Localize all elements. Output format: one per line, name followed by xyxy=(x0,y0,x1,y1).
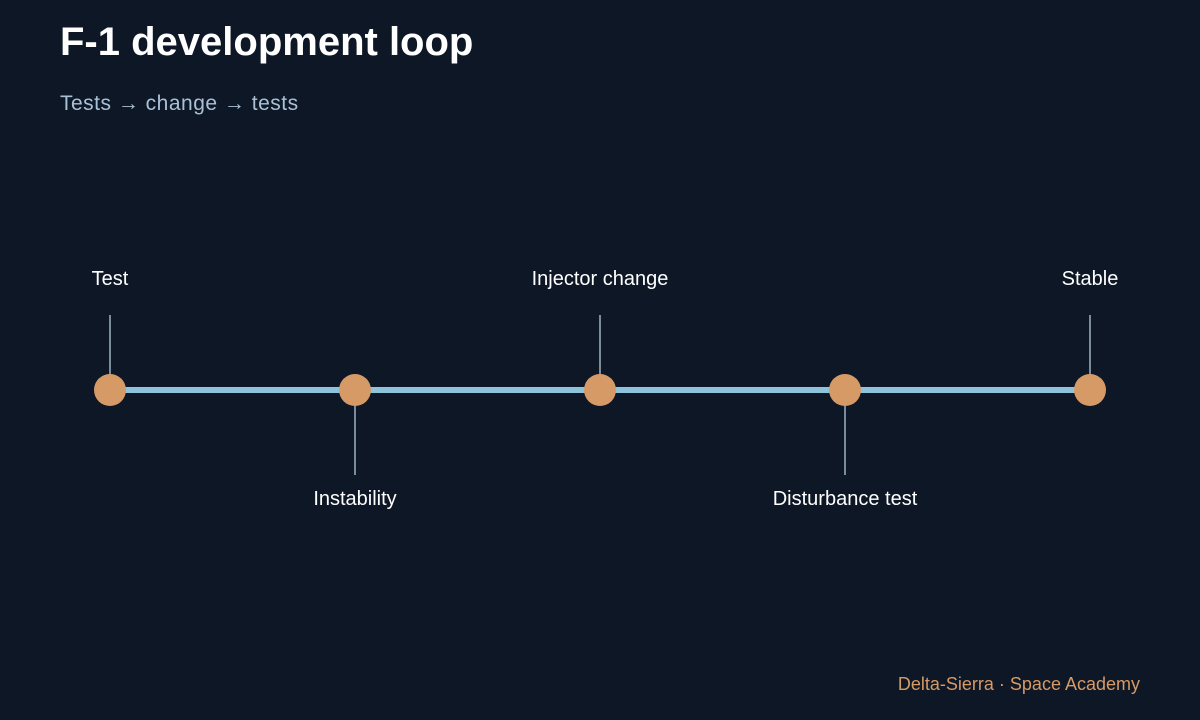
page-subtitle: Tests → change → tests xyxy=(60,92,299,115)
timeline-label-disturbance-test: Disturbance test xyxy=(773,488,918,510)
timeline-node-injector-change xyxy=(584,374,616,406)
timeline-node-instability xyxy=(339,374,371,406)
timeline-label-stable: Stable xyxy=(1062,268,1119,290)
timeline-label-instability: Instability xyxy=(313,488,396,510)
timeline-label-injector-change: Injector change xyxy=(532,268,669,290)
timeline-node-disturbance-test xyxy=(829,374,861,406)
timeline-node-stable xyxy=(1074,374,1106,406)
footer-credit: Delta-Sierra · Space Academy xyxy=(897,674,1140,694)
timeline-label-test: Test xyxy=(92,268,129,290)
timeline-node-test xyxy=(94,374,126,406)
page-title: F-1 development loop xyxy=(60,20,474,64)
